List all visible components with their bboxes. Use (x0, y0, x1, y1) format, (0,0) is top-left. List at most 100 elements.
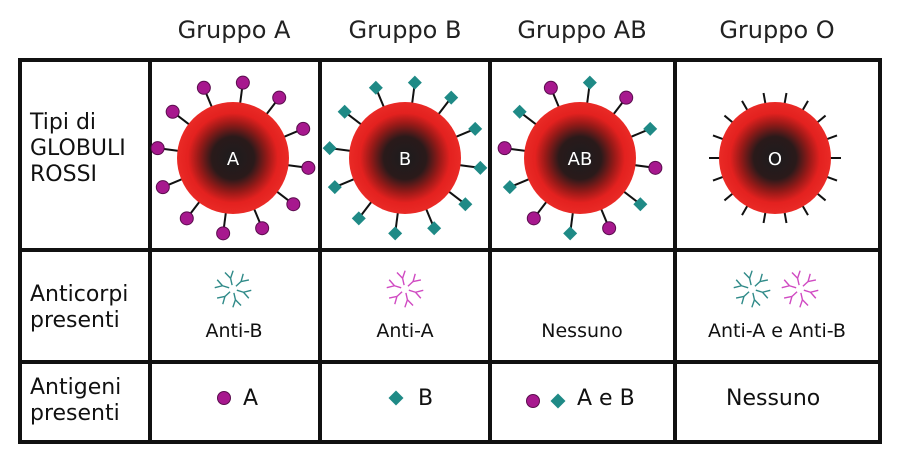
antibody-stem (791, 291, 798, 297)
antigen-a-marker (179, 211, 194, 226)
antigen-b-marker (502, 180, 517, 195)
antigen-label-group-ab: A e B (577, 386, 635, 411)
antigen-a-marker (602, 221, 617, 236)
antibody-arm (243, 289, 252, 293)
antigen-b-marker (388, 226, 403, 241)
antibody-arm (733, 285, 742, 289)
antibody-arm (224, 272, 232, 279)
antibody-label-group-b: Anti-A (376, 320, 434, 342)
antigen-a-marker (272, 90, 287, 105)
antigen-a-marker (155, 180, 170, 195)
antigen-label-group-o: Nessuno (726, 386, 821, 411)
antigen-b-marker (643, 121, 658, 136)
antibody-arm (240, 273, 244, 282)
red-cell-group-o: O (709, 92, 841, 224)
antigen-b-marker (444, 90, 459, 105)
surface-spike (825, 134, 838, 141)
antibody-arm (401, 270, 406, 279)
antibody-arm (232, 299, 237, 308)
antibody-arm (240, 279, 250, 283)
antibody-label-group-ab: Nessuno (541, 320, 623, 342)
antibody-icon-anti-b (733, 270, 771, 308)
antibody-arm (783, 279, 791, 287)
antigen-b-icon (550, 393, 566, 409)
antigen-b-marker (337, 104, 352, 119)
red-cell-letter: AB (568, 149, 593, 170)
red-cell-letter: O (768, 149, 782, 170)
red-cell-group-ab: AB (497, 75, 663, 241)
red-cell-body (177, 102, 289, 214)
antibody-icon-anti-a (386, 270, 424, 308)
antibody-stem (796, 278, 800, 286)
antibody-arm (762, 289, 771, 293)
antigen-b-marker (468, 121, 483, 136)
antibody-stem (752, 292, 756, 300)
row-header-antibodies: Anticorpi presenti (30, 282, 128, 334)
antigen-b-marker (351, 211, 366, 226)
antigen-a-marker (255, 221, 270, 236)
antibody-stem (741, 285, 749, 289)
row-header-antibodies-line: Anticorpi (30, 282, 129, 307)
row-header-cells-line: ROSSI (30, 162, 98, 187)
antigen-b-marker (327, 180, 342, 195)
antigen-b-icon (388, 390, 404, 406)
antibody-icon-anti-a (781, 270, 819, 308)
red-cell-group-a: A (150, 75, 316, 241)
row-header-cells: Tipi di GLOBULI ROSSI (30, 110, 126, 188)
column-header-group-o: Gruppo O (719, 16, 835, 44)
antigen-a-marker (301, 160, 316, 175)
antigen-a-marker (497, 141, 512, 156)
antigen-b-marker (458, 197, 473, 212)
antibody-stem (401, 278, 405, 286)
column-header-group-b: Gruppo B (348, 16, 462, 44)
antibody-stem (222, 285, 230, 289)
red-cell-body (349, 102, 461, 214)
antibody-arm (216, 295, 226, 299)
surface-spike (825, 175, 838, 182)
antibody-arm (412, 279, 422, 283)
antigen-b-marker (322, 141, 337, 156)
antibody-arm (216, 279, 224, 287)
red-cell-body (524, 102, 636, 214)
antibody-arm (748, 270, 753, 279)
row-header-antigens: Antigeni presenti (30, 375, 121, 427)
antigen-a-marker (619, 90, 634, 105)
antigen-a-marker (648, 160, 663, 175)
antigen-b-marker (473, 160, 488, 175)
antibody-arm (404, 299, 409, 308)
antigen-a-marker (150, 141, 165, 156)
antibody-arm (807, 279, 817, 283)
antigen-a-marker (165, 104, 180, 119)
antigen-a-marker (296, 121, 311, 136)
antigen-a-marker (286, 197, 301, 212)
red-cell-letter: B (399, 149, 411, 170)
antibody-stem (408, 289, 416, 293)
antibody-arm (406, 299, 414, 306)
surface-spike (815, 114, 827, 125)
row-header-antigens-line: presenti (30, 401, 120, 426)
antibody-arm (807, 273, 811, 282)
antibody-stem (233, 292, 237, 300)
antibody-stem (236, 289, 244, 293)
antibody-arm (388, 279, 396, 287)
antibody-arm (735, 279, 743, 287)
antibody-arm (222, 296, 226, 305)
antibody-arm (753, 299, 761, 306)
antigen-b-marker (512, 104, 527, 119)
red-cell-body (719, 102, 831, 214)
row-header-cells-line: Tipi di (30, 110, 97, 135)
antibody-arm (415, 289, 424, 293)
antibody-label-group-a: Anti-B (205, 320, 263, 342)
antibody-arm (234, 299, 242, 306)
antibody-arm (759, 273, 763, 282)
antibody-arm (242, 291, 250, 299)
row-header-cells-line: GLOBULI (30, 136, 126, 161)
antibody-arm (414, 291, 422, 299)
antigen-label-group-a: A (243, 386, 259, 411)
antibody-stem (407, 281, 414, 287)
antibody-arm (394, 296, 398, 305)
row-header-antigens-line: Antigeni (30, 375, 122, 400)
red-cell-letter: A (227, 149, 240, 170)
